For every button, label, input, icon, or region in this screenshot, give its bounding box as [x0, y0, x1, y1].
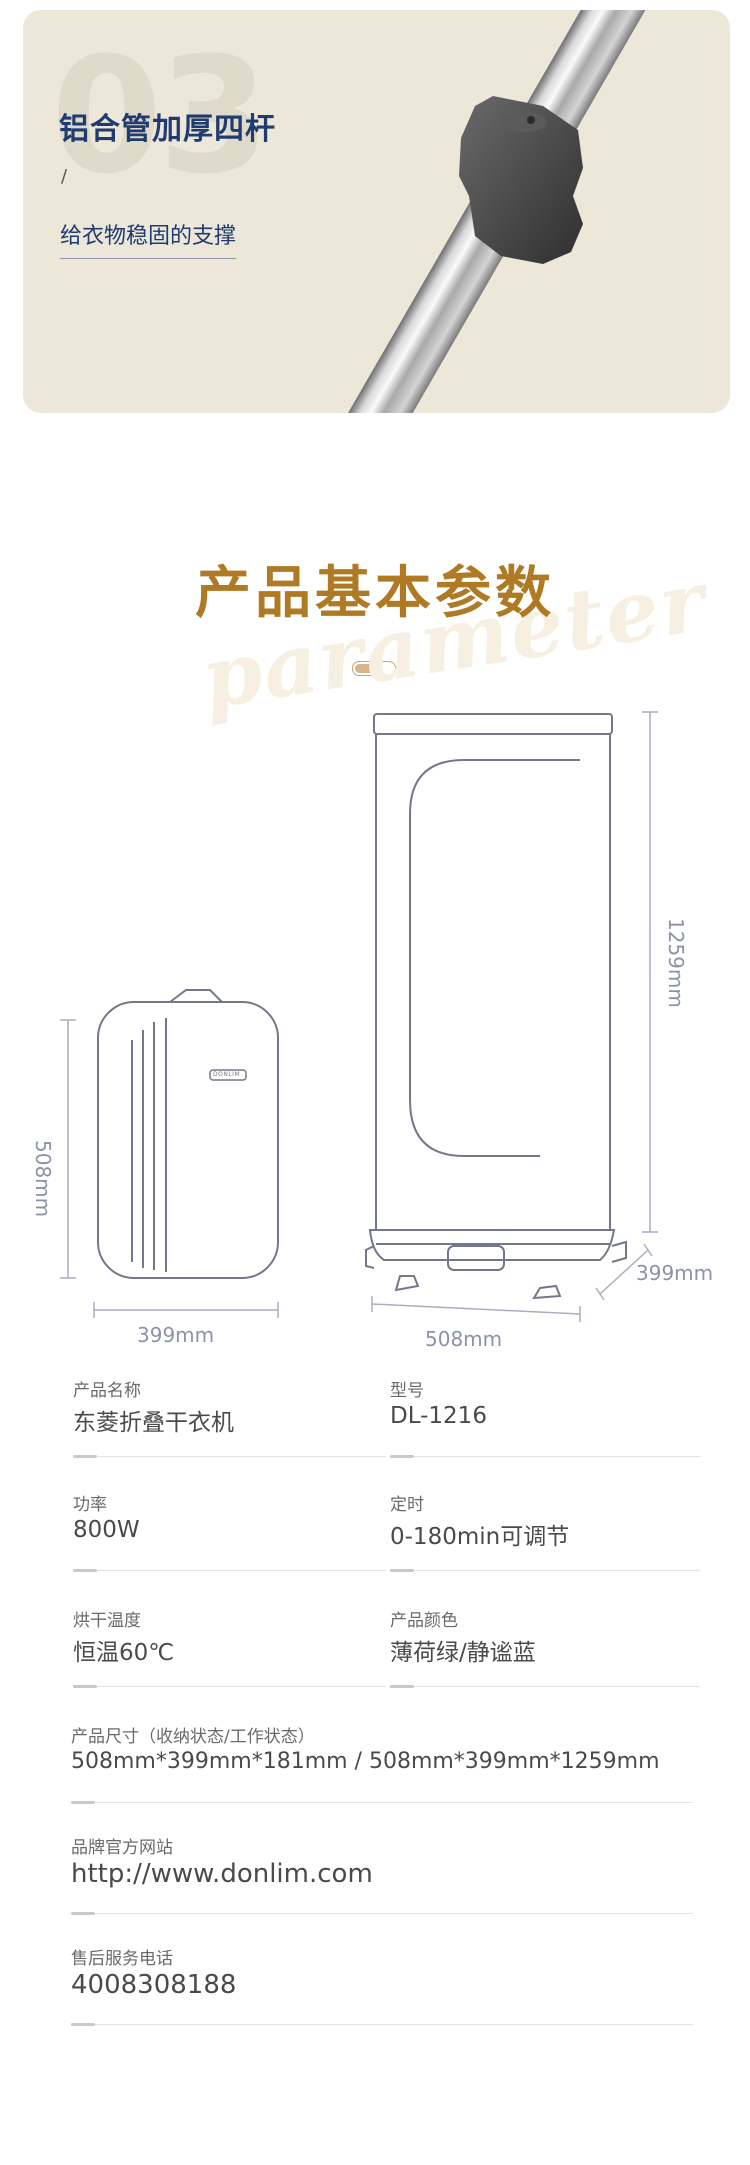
open-depth-label: 399mm — [636, 1261, 714, 1285]
spec-product-size: 产品尺寸（收纳状态/工作状态） 508mm*399mm*181mm / 508m… — [71, 1722, 693, 1804]
spec-underline-accent — [73, 1569, 97, 1572]
spec-label: 型号 — [390, 1381, 424, 1401]
spec-service-hotline: 售后服务电话 4008308188 — [71, 1944, 693, 2026]
spec-power: 功率 800W — [73, 1490, 386, 1572]
aluminum-pole-image — [339, 10, 689, 413]
spec-underline-accent — [390, 1569, 414, 1572]
section-title: 产品基本参数 — [195, 561, 555, 626]
spec-underline-accent — [73, 1685, 97, 1688]
spec-underline-accent — [73, 1455, 97, 1458]
spec-label: 烘干温度 — [73, 1611, 141, 1631]
spec-value: 4008308188 — [71, 1970, 237, 2000]
spec-underline-accent — [71, 1912, 95, 1915]
spec-product-name: 产品名称 东菱折叠干衣机 — [73, 1376, 386, 1458]
open-width-label: 508mm — [425, 1327, 503, 1351]
hero-card: 03 铝合管加厚四杆 / 给衣物稳固的支撑 — [23, 10, 730, 413]
folded-width-label: 399mm — [137, 1323, 215, 1347]
spec-label: 产品颜色 — [390, 1611, 458, 1631]
spec-underline-accent — [71, 2023, 95, 2026]
feature-divider: / — [61, 166, 68, 187]
spec-underline-accent — [71, 1801, 95, 1804]
spec-label: 功率 — [73, 1495, 107, 1515]
spec-value: 0-180min可调节 — [390, 1524, 570, 1550]
spec-underline-accent — [390, 1685, 414, 1688]
spec-product-color: 产品颜色 薄荷绿/静谧蓝 — [390, 1606, 700, 1688]
spec-label: 产品尺寸（收纳状态/工作状态） — [71, 1727, 315, 1747]
spec-value: 东菱折叠干衣机 — [73, 1410, 234, 1436]
feature-subtitle: 给衣物稳固的支撑 — [60, 218, 237, 259]
folded-badge-text: DONLIM — [213, 1071, 241, 1078]
spec-label: 品牌官方网站 — [71, 1838, 173, 1858]
spec-value: 800W — [73, 1517, 140, 1543]
open-height-label: 1259mm — [664, 918, 688, 1008]
section-pill-indicator — [352, 661, 396, 676]
spec-timer: 定时 0-180min可调节 — [390, 1490, 700, 1572]
feature-title: 铝合管加厚四杆 — [59, 112, 276, 147]
spec-official-website: 品牌官方网站 http://www.donlim.com — [71, 1833, 693, 1915]
spec-label: 售后服务电话 — [71, 1949, 173, 1969]
spec-value: 508mm*399mm*181mm / 508mm*399mm*1259mm — [71, 1749, 660, 1774]
product-dimension-drawing — [60, 711, 658, 1322]
spec-value: http://www.donlim.com — [71, 1859, 373, 1889]
spec-value: DL-1216 — [390, 1403, 487, 1429]
spec-label: 产品名称 — [73, 1381, 141, 1401]
spec-value: 恒温60℃ — [73, 1640, 175, 1666]
spec-label: 定时 — [390, 1495, 424, 1515]
spec-drying-temperature: 烘干温度 恒温60℃ — [73, 1606, 386, 1688]
spec-underline-accent — [390, 1455, 414, 1458]
spec-model: 型号 DL-1216 — [390, 1376, 700, 1458]
folded-height-label: 508mm — [31, 1140, 55, 1218]
spec-value: 薄荷绿/静谧蓝 — [390, 1640, 536, 1666]
feature-number: 03 — [51, 22, 270, 209]
